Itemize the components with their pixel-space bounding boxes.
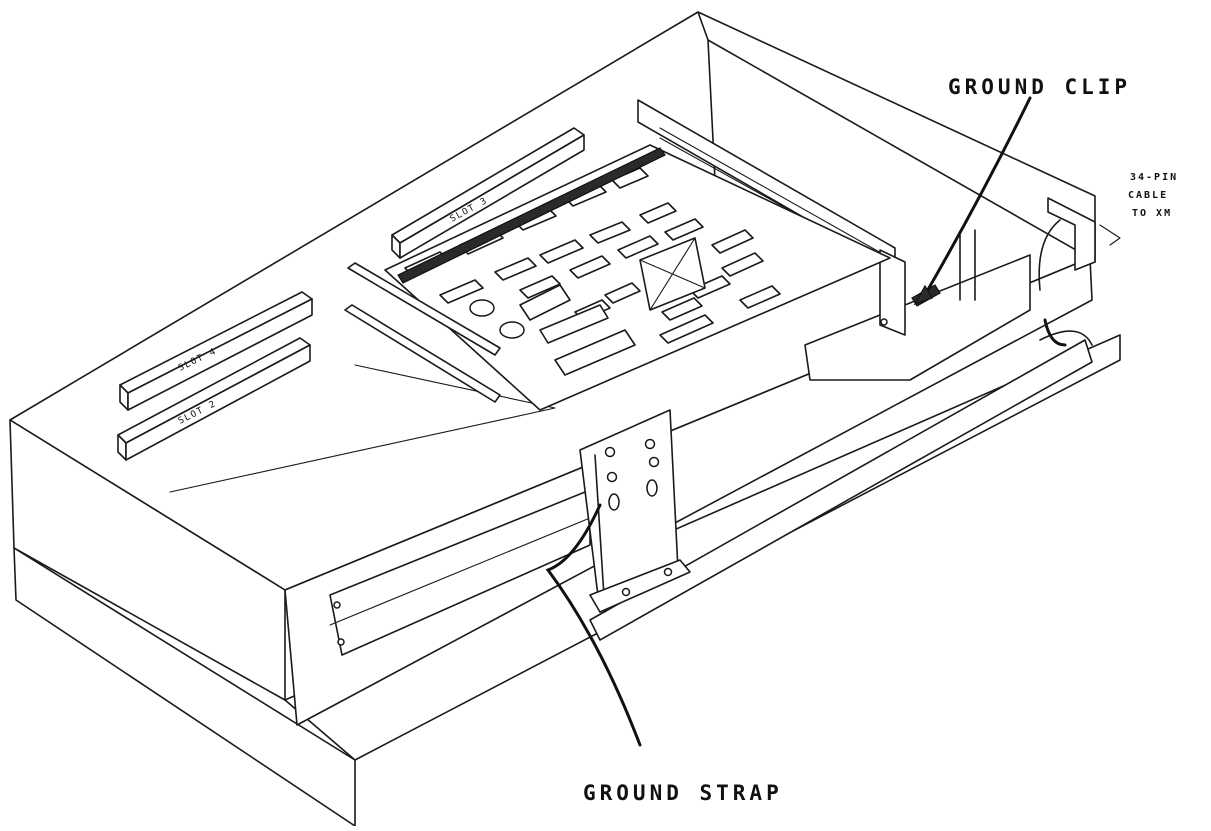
large-chip-mark (649, 237, 696, 311)
front-screw-hole-2 (337, 638, 345, 646)
bracket-hole (604, 446, 616, 458)
bracket-foot-hole (663, 567, 673, 577)
chip (711, 229, 754, 254)
ground-clip-leader (920, 96, 1032, 302)
ground-strap-label: GROUND STRAP (583, 781, 783, 805)
chip (739, 285, 781, 309)
cable-loop (1038, 219, 1061, 291)
side-flap (804, 254, 1031, 381)
top-face-seam-2 (354, 364, 556, 409)
bracket-fold (594, 454, 606, 613)
chip (439, 279, 484, 304)
chip (659, 314, 714, 344)
ground-strap-leader (545, 503, 642, 747)
rear-compartment (911, 197, 1096, 347)
top-face-seam (169, 407, 556, 493)
cable-leader (1099, 224, 1121, 246)
chip (539, 239, 584, 264)
chip (689, 275, 731, 299)
tray-end-curve (1039, 330, 1093, 346)
chip (494, 257, 537, 281)
cable-label-line1: 34-PIN (1130, 172, 1178, 183)
ground-clip-label: GROUND CLIP (948, 75, 1131, 99)
front-panel-cutout (329, 489, 591, 656)
chip (661, 297, 703, 321)
cage-end-plate (879, 249, 906, 336)
bracket-foot-hole (621, 587, 631, 597)
slot-2: SLOT 2 (117, 337, 311, 461)
cable-end (1043, 318, 1067, 347)
board-hole (469, 299, 495, 317)
cutout-seam (329, 517, 591, 626)
board-hole (499, 321, 525, 339)
board-rail-back (397, 147, 666, 284)
chip (604, 282, 641, 304)
cage-screw-hole (880, 318, 888, 326)
chip (569, 255, 611, 279)
slot-4-side (127, 298, 313, 411)
circuit-board (384, 144, 891, 411)
front-screw-hole-1 (333, 601, 341, 609)
card-cage (344, 99, 906, 411)
board-rail-lower (344, 304, 501, 403)
board-rail-front (347, 262, 501, 356)
slot-3-side (399, 134, 585, 259)
cable-label-line3: TO XM (1132, 208, 1172, 219)
chip (554, 329, 636, 376)
front-panel (284, 254, 1093, 726)
chip (539, 304, 609, 344)
chip (519, 275, 561, 299)
slot-2-side (125, 344, 311, 461)
ground-strap-bracket (579, 409, 691, 613)
bracket-hole (606, 471, 618, 483)
ground-clip-arrowhead (913, 284, 933, 306)
bracket-slot-hole (646, 479, 658, 497)
bracket-slot-hole (608, 493, 620, 511)
cable-label-line2: CABLE (1128, 190, 1168, 201)
chip (617, 235, 659, 259)
cage-rail-1 (659, 127, 891, 259)
rear-block (1047, 197, 1096, 271)
chip (519, 284, 571, 321)
board-components (404, 167, 781, 376)
chip (664, 218, 704, 241)
bracket-hole (648, 456, 660, 468)
bracket-hole (644, 438, 656, 450)
slot-3: SLOT 3 (391, 127, 585, 259)
chip (589, 221, 631, 244)
lower-tray (589, 339, 1093, 641)
chip (721, 252, 764, 277)
chip (639, 202, 677, 224)
